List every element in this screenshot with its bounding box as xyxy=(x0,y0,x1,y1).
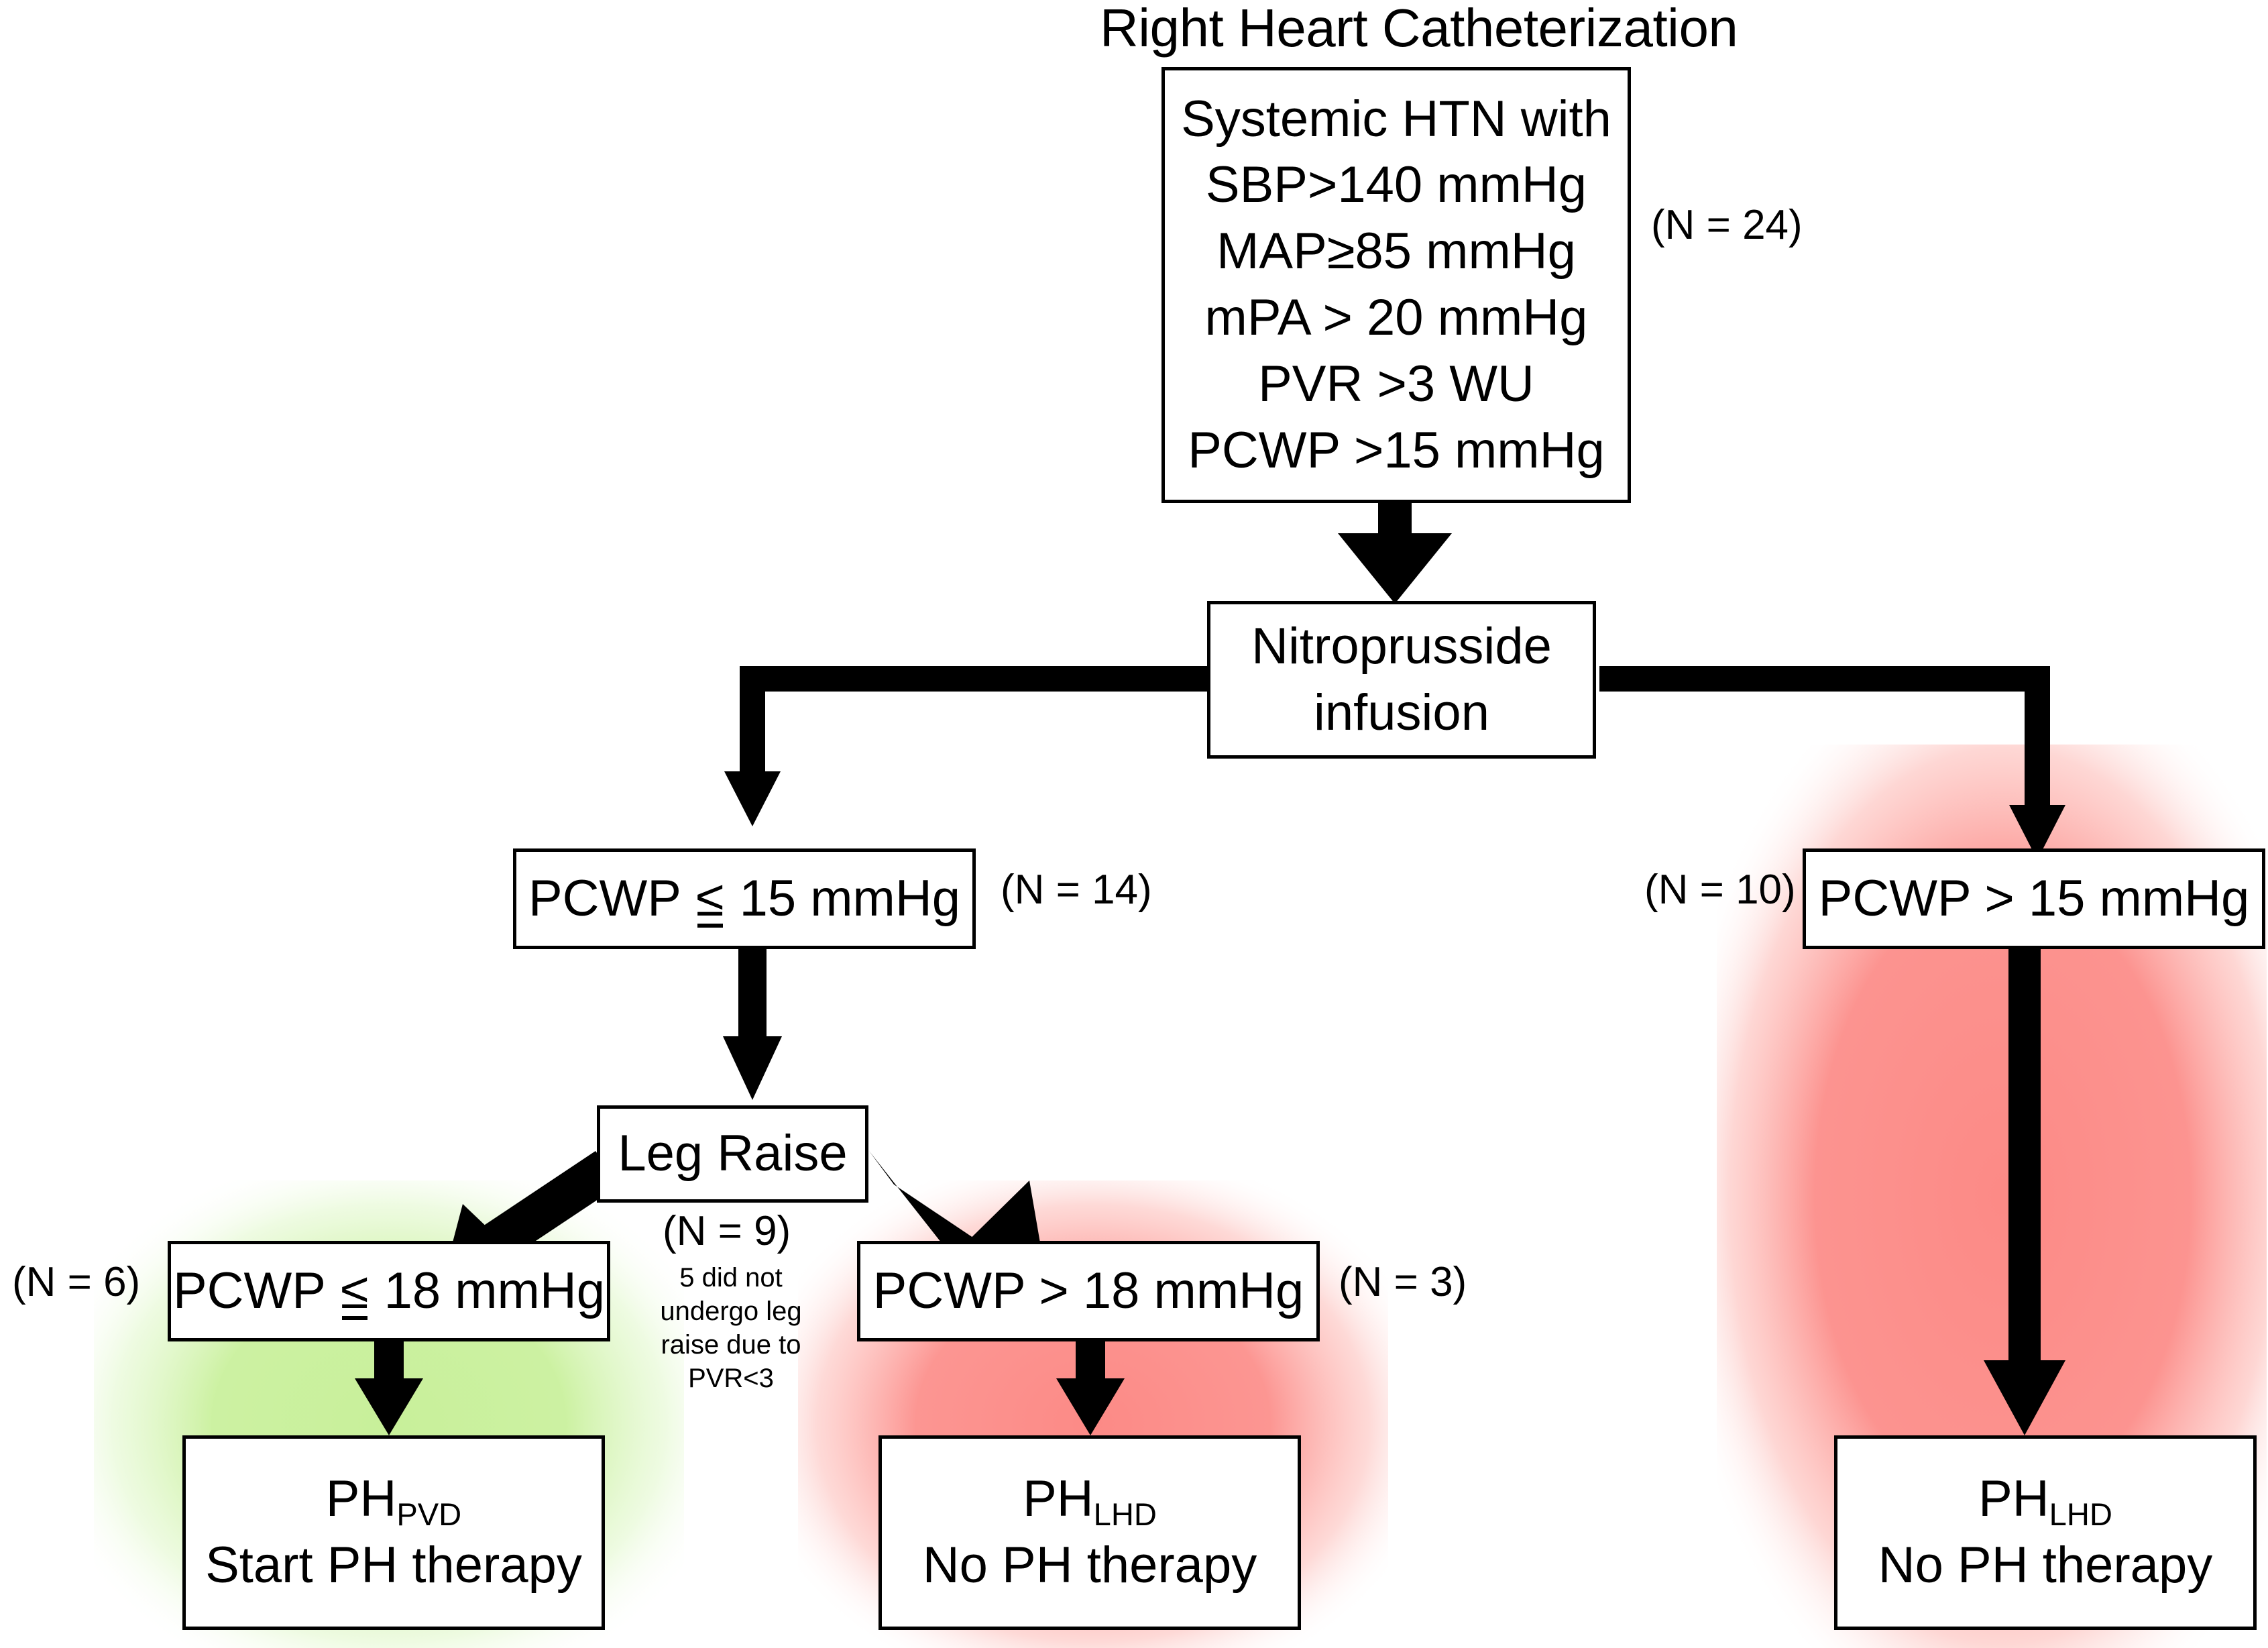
arrow-pcwp-gt15-to-ph-lhd-right xyxy=(1984,947,2065,1435)
node-pcwp-gt-18: PCWP > 18 mmHg xyxy=(857,1241,1320,1341)
nitroprusside-line-2: infusion xyxy=(1314,683,1489,741)
ph-lhd-right-action: No PH therapy xyxy=(1878,1537,2213,1594)
node-pcwp-le-18: PCWP ≤ 18 mmHg xyxy=(168,1241,610,1341)
nitroprusside-line-1: Nitroprusside xyxy=(1251,617,1552,675)
arrow-criteria-to-nitroprusside xyxy=(1338,500,1452,604)
pcwp-le-15-text: PCWP ≤ 15 mmHg xyxy=(528,866,960,932)
criteria-line-4: mPA > 20 mmHg xyxy=(1204,289,1588,346)
ph-pvd-action: Start PH therapy xyxy=(205,1537,582,1594)
pcwp-le-15-n-label: (N = 14) xyxy=(1001,867,1152,913)
ph-pvd-stem: PHPVD xyxy=(325,1470,462,1533)
node-nitroprusside: Nitroprusside infusion xyxy=(1207,601,1596,759)
criteria-n-label: (N = 24) xyxy=(1651,202,1803,248)
less-or-equal-glyph: ≤ xyxy=(695,866,726,932)
ph-lhd-mid-stem: PHLHD xyxy=(1023,1470,1157,1533)
page-title: Right Heart Catheterization xyxy=(1100,0,1738,58)
less-or-equal-glyph: ≤ xyxy=(339,1258,370,1325)
node-outcome-ph-lhd-middle: PHLHD No PH therapy xyxy=(878,1435,1301,1630)
criteria-line-2: SBP>140 mmHg xyxy=(1205,156,1587,214)
arrow-nitroprusside-to-pcwp-gt15 xyxy=(1599,666,2065,860)
criteria-line-6: PCWP >15 mmHg xyxy=(1188,421,1605,479)
node-outcome-ph-pvd: PHPVD Start PH therapy xyxy=(182,1435,605,1630)
node-outcome-ph-lhd-right: PHLHD No PH therapy xyxy=(1834,1435,2257,1630)
criteria-line-1: Systemic HTN with xyxy=(1181,90,1611,148)
pcwp-gt-15-n-label: (N = 10) xyxy=(1644,867,1796,913)
node-leg-raise: Leg Raise xyxy=(597,1105,868,1203)
arrow-nitroprusside-to-pcwp-le15 xyxy=(724,666,1209,826)
ph-lhd-right-subscript: LHD xyxy=(2049,1496,2112,1533)
pcwp-gt-15-text: PCWP > 15 mmHg xyxy=(1818,869,2250,927)
criteria-line-5: PVR >3 WU xyxy=(1258,355,1534,413)
pcwp-gt-18-text: PCWP > 18 mmHg xyxy=(872,1262,1304,1319)
pcwp-le-18-n-label: (N = 6) xyxy=(12,1259,141,1305)
ph-lhd-mid-action: No PH therapy xyxy=(922,1537,1257,1594)
node-criteria: Systemic HTN with SBP>140 mmHg MAP≥85 mm… xyxy=(1161,67,1631,503)
leg-raise-text: Leg Raise xyxy=(618,1125,848,1183)
pcwp-le-18-text: PCWP ≤ 18 mmHg xyxy=(173,1258,605,1325)
ph-pvd-subscript: PVD xyxy=(396,1496,462,1533)
arrow-pcwp-gt18-to-ph-lhd-middle xyxy=(1056,1341,1125,1435)
leg-raise-note: 5 did not undergo leg raise due to PVR<3 xyxy=(660,1263,802,1393)
ph-lhd-right-stem: PHLHD xyxy=(1978,1470,2112,1533)
ph-lhd-mid-subscript: LHD xyxy=(1093,1496,1157,1533)
pcwp-gt-18-n-label: (N = 3) xyxy=(1339,1259,1467,1305)
node-pcwp-gt-15: PCWP > 15 mmHg xyxy=(1803,848,2265,949)
criteria-line-3: MAP≥85 mmHg xyxy=(1216,223,1576,280)
node-pcwp-le-15: PCWP ≤ 15 mmHg xyxy=(513,848,976,949)
leg-raise-n-label: (N = 9) xyxy=(663,1208,791,1254)
arrow-pcwp-le15-to-leg-raise xyxy=(723,949,782,1100)
arrow-pcwp-le18-to-ph-pvd xyxy=(355,1341,423,1435)
